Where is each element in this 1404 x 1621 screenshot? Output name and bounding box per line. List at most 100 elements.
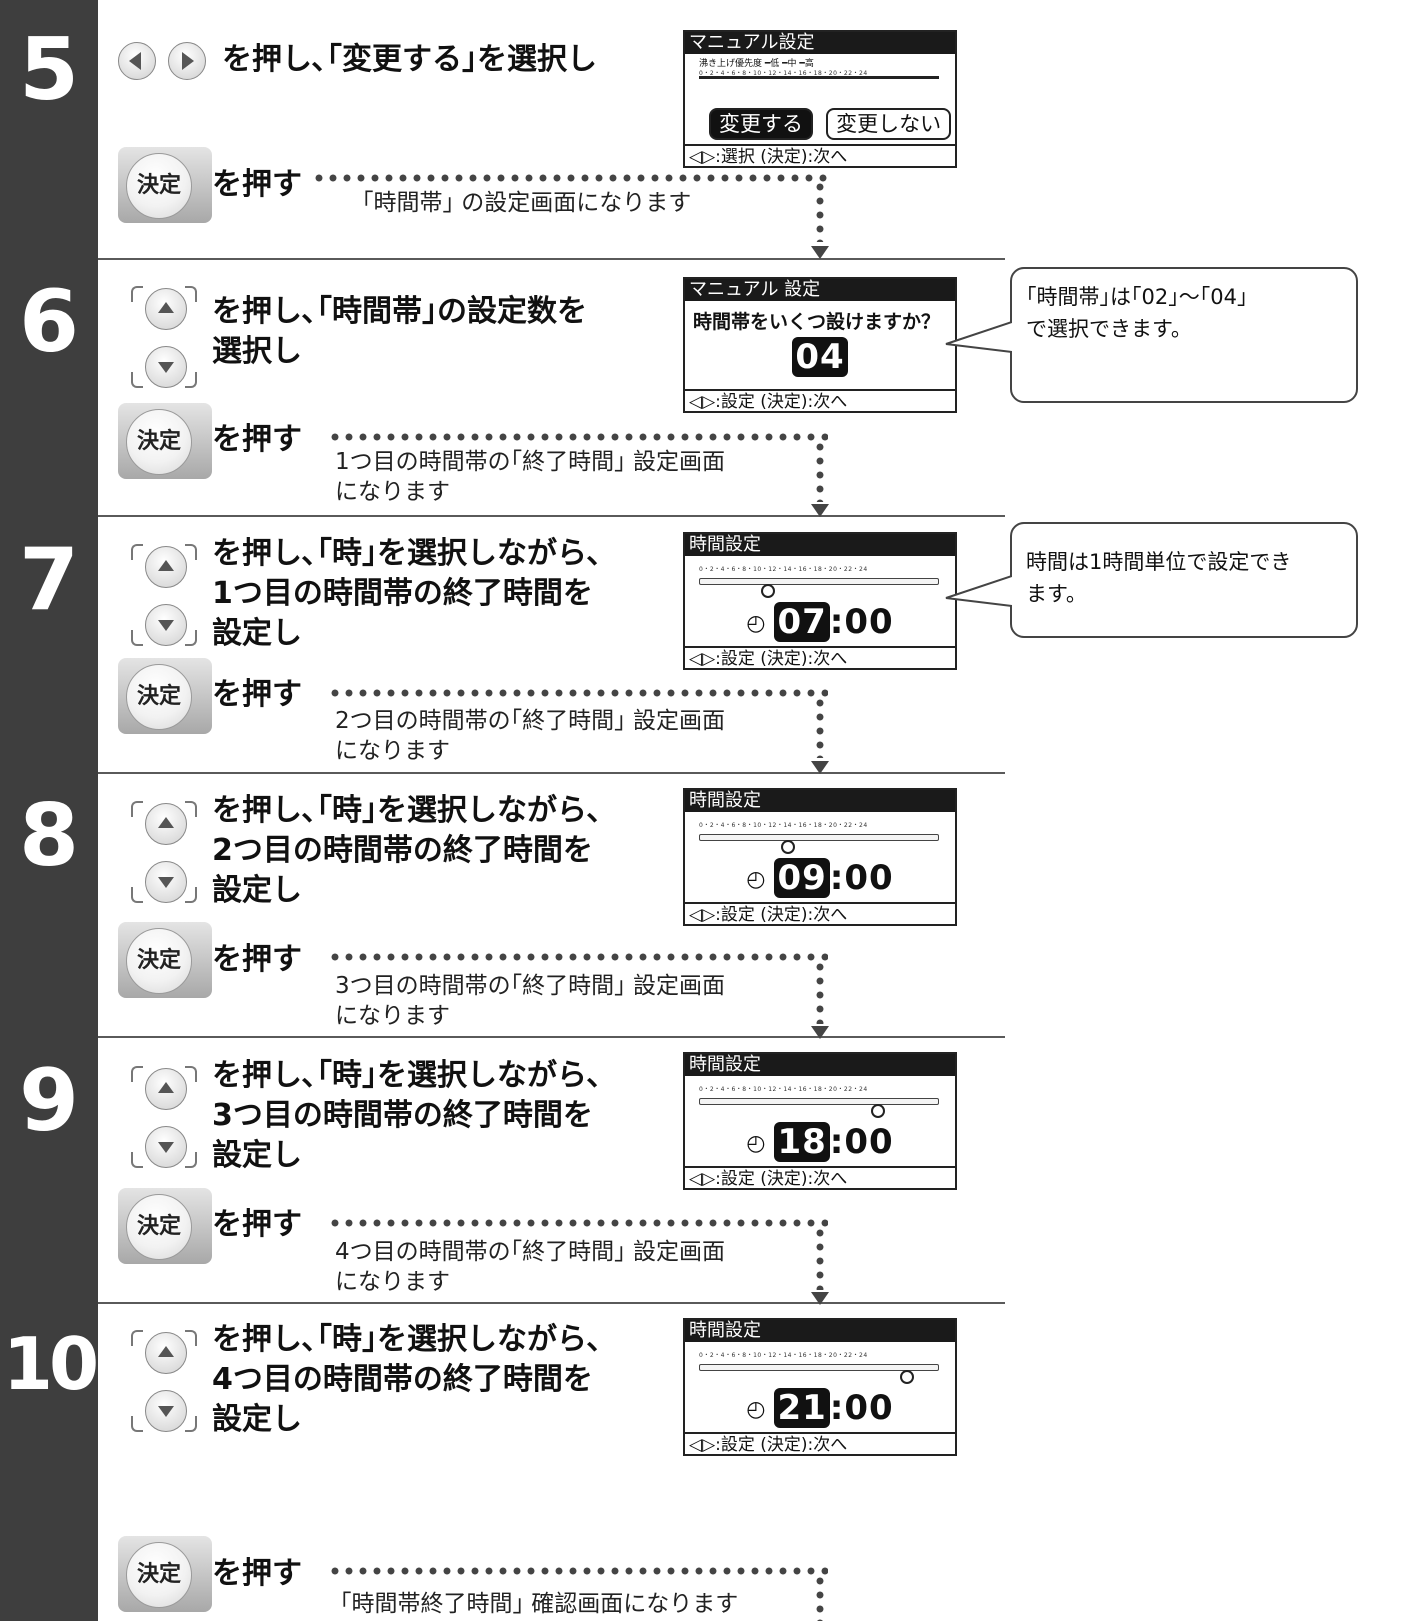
kettei-button[interactable]: 決定	[118, 922, 212, 998]
step-instruction: 設定し	[212, 1138, 302, 1173]
screen-title: 時間設定	[685, 534, 955, 556]
screen-footer: ◁▷:設定 (決定):次へ	[685, 1432, 955, 1455]
down-button[interactable]	[145, 604, 187, 646]
step-note: 4つ目の時間帯の｢終了時間｣ 設定画面	[335, 1239, 725, 1265]
up-button[interactable]	[145, 288, 187, 330]
screen-footer: ◁▷:設定 (決定):次へ	[685, 1166, 955, 1189]
kettei-button[interactable]: 決定	[118, 1188, 212, 1264]
lcd-screen: 時間設定 0・2・4・6・8・10・12・14・16・18・20・22・24 ◴…	[683, 1318, 957, 1456]
callout-text: ｢時間帯｣は｢02｣～｢04｣	[1026, 285, 1248, 309]
callout-text: 時間は1時間単位で設定でき	[1026, 550, 1292, 574]
down-arrow-icon	[811, 1026, 829, 1039]
clock-icon: ◴	[746, 611, 767, 636]
down-button[interactable]	[145, 1126, 187, 1168]
left-button[interactable]	[118, 42, 156, 80]
time-marker	[870, 1104, 885, 1118]
down-button[interactable]	[145, 1390, 187, 1432]
kettei-label: 決定	[126, 1542, 192, 1608]
clock-icon: ◴	[746, 1397, 767, 1422]
step-instruction: 2つ目の時間帯の終了時間を	[212, 833, 593, 868]
hour-value[interactable]: 07	[774, 602, 830, 642]
hour-value[interactable]: 09	[774, 858, 830, 898]
up-button[interactable]	[145, 546, 187, 588]
lcd-screen: 時間設定 0・2・4・6・8・10・12・14・16・18・20・22・24 ◴…	[683, 1052, 957, 1190]
bracket	[185, 1416, 197, 1432]
down-button[interactable]	[145, 346, 187, 388]
bracket	[185, 286, 197, 302]
press-label: を押す	[212, 167, 302, 202]
updown-buttons	[131, 1062, 197, 1172]
time-display: ◴18:00	[685, 1122, 955, 1162]
no-change-option[interactable]: 変更しない	[826, 108, 952, 140]
step-note: 2つ目の時間帯の｢終了時間｣ 設定画面	[335, 708, 725, 734]
up-button[interactable]	[145, 1332, 187, 1374]
minute-value: :00	[829, 602, 894, 642]
down-button[interactable]	[145, 861, 187, 903]
callout-pointer	[945, 321, 1012, 353]
right-button[interactable]	[168, 42, 206, 80]
time-display: ◴21:00	[685, 1388, 955, 1428]
up-arrow-icon	[158, 1346, 174, 1357]
bracket	[185, 372, 197, 388]
dotted-leader	[815, 180, 825, 242]
clock-icon: ◴	[746, 867, 767, 892]
scale-bar	[699, 578, 939, 585]
up-button[interactable]	[145, 1068, 187, 1110]
hour-value[interactable]: 18	[774, 1122, 830, 1162]
dotted-leader	[328, 1218, 828, 1228]
bracket	[185, 1066, 197, 1082]
press-label: を押す	[212, 1556, 302, 1591]
dotted-leader	[815, 1226, 825, 1290]
bracket	[131, 887, 143, 903]
step-sidebar	[0, 0, 98, 1621]
kettei-label: 決定	[126, 664, 192, 730]
screen-title: 時間設定	[685, 790, 955, 812]
step-number: 9	[19, 1051, 79, 1151]
callout-note: 時間は1時間単位で設定でき ます。	[1010, 522, 1358, 638]
kettei-button[interactable]: 決定	[118, 1536, 212, 1612]
kettei-button[interactable]: 決定	[118, 147, 212, 223]
screen-title: 時間設定	[685, 1054, 955, 1076]
screen-question: 時間帯をいくつ設けますか？	[693, 311, 941, 333]
dotted-leader	[815, 696, 825, 758]
callout-text: ます。	[1026, 582, 1087, 606]
callout-text: で選択できます。	[1026, 317, 1192, 341]
lcd-screen: 時間設定 0・2・4・6・8・10・12・14・16・18・20・22・24 ◴…	[683, 788, 957, 926]
bracket	[185, 801, 197, 817]
step-number: 8	[19, 786, 79, 886]
press-label: を押す	[212, 422, 302, 457]
change-option[interactable]: 変更する	[709, 108, 813, 140]
time-display: ◴ 07:00	[685, 602, 955, 642]
step-instruction: 設定し	[212, 1402, 302, 1437]
updown-buttons	[131, 282, 197, 392]
down-arrow-icon	[158, 362, 174, 373]
step-note: になります	[335, 479, 450, 505]
step-note: 3つ目の時間帯の｢終了時間｣ 設定画面	[335, 973, 725, 999]
step-divider	[98, 1302, 1005, 1304]
lcd-screen: マニュアル設定 沸き上げ優先度 ━低 ━中 ━高 0・2・4・6・8・10・12…	[683, 30, 957, 168]
callout-note: ｢時間帯｣は｢02｣～｢04｣ で選択できます。	[1010, 267, 1358, 403]
kettei-button[interactable]: 決定	[118, 403, 212, 479]
bracket	[185, 1330, 197, 1346]
step-number: 7	[19, 530, 79, 630]
kettei-button[interactable]: 決定	[118, 658, 212, 734]
step-instruction: 設定し	[212, 616, 302, 651]
step-divider	[98, 1036, 1005, 1038]
dotted-leader	[815, 960, 825, 1024]
step-number: 5	[19, 20, 79, 120]
count-value[interactable]: 04	[792, 337, 848, 377]
step-instruction: を押し､｢変更する｣を選択し	[222, 42, 597, 77]
hour-scale: 0・2・4・6・8・10・12・14・16・18・20・22・24	[699, 70, 868, 77]
screen-title: マニュアル 設定	[685, 279, 955, 301]
up-arrow-icon	[158, 1082, 174, 1093]
left-arrow-icon	[129, 52, 141, 70]
down-arrow-icon	[811, 761, 829, 774]
step-instruction: 1つ目の時間帯の終了時間を	[212, 576, 593, 611]
up-button[interactable]	[145, 803, 187, 845]
screen-title: マニュアル設定	[685, 32, 955, 54]
hour-scale: 0・2・4・6・8・10・12・14・16・18・20・22・24	[699, 1086, 868, 1093]
scale-bar	[699, 1364, 939, 1371]
hour-value[interactable]: 21	[774, 1388, 830, 1428]
bracket	[131, 1066, 143, 1082]
bracket	[185, 544, 197, 560]
